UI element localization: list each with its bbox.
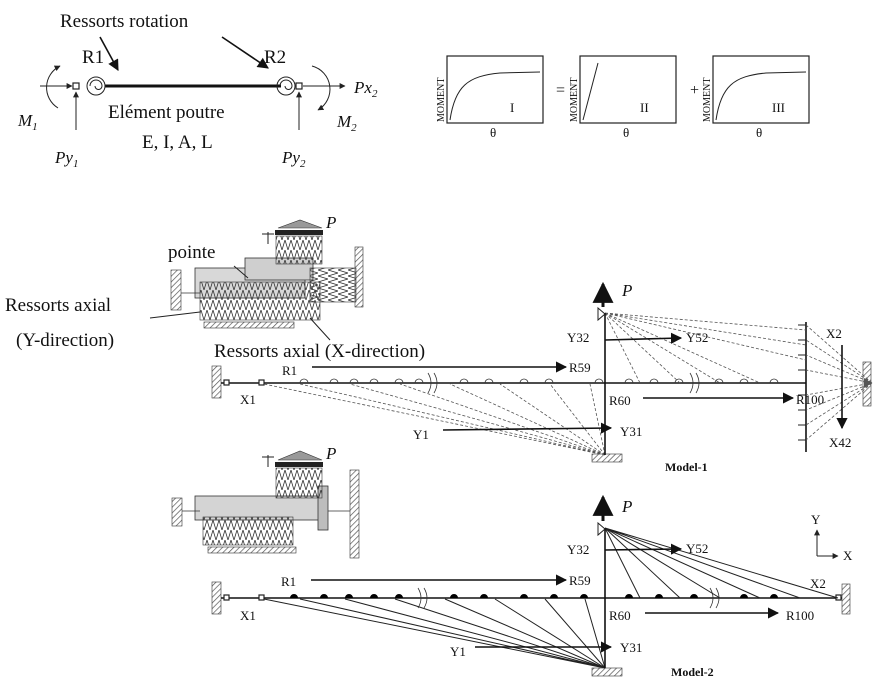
model1-load-label: P: [621, 281, 632, 300]
label-r1: R1: [82, 47, 104, 68]
label-py2: Py2: [281, 148, 306, 170]
label-px2: Px2: [353, 78, 378, 100]
moment-m2-arrow: [311, 65, 331, 111]
model1-lower-springs: [263, 383, 606, 456]
model2-rotational-springs: [290, 587, 778, 609]
model2-bottom-support: [591, 667, 623, 677]
model2-label-r1: R1: [281, 574, 296, 589]
roman-3: III: [772, 100, 785, 115]
detail1-load-label: P: [325, 213, 336, 232]
model1-left-support: [211, 365, 222, 399]
model2-label-r60: R60: [609, 608, 631, 623]
model1-label-y52: Y52: [686, 330, 708, 345]
model1-label-x2: X2: [826, 326, 842, 341]
rot-spring-2-icon: [276, 76, 296, 96]
label-py1: Py1: [54, 148, 78, 170]
pointer-arrow-r2: [221, 36, 269, 69]
roman-1: I: [510, 100, 514, 115]
model-1-diagram: P R1 R59 R60 R100 X1 X2 X42 Y1 Y31 Y32 Y…: [211, 281, 873, 474]
model1-label-y31: Y31: [620, 424, 642, 439]
model1-title: Model-1: [665, 460, 708, 474]
label-pointe: pointe: [168, 242, 216, 263]
model1-label-r60: R60: [609, 393, 631, 408]
curve-1: [449, 71, 541, 121]
curve-box-1: [446, 55, 544, 124]
label-axial-x: Ressorts axial (X-direction): [214, 341, 425, 362]
model2-left-support: [211, 581, 222, 615]
model2-label-r59: R59: [569, 573, 591, 588]
xlabel-3: θ: [756, 125, 762, 140]
node-right: [295, 82, 303, 90]
curve-2: [582, 62, 599, 121]
axes-indicator: Y X: [811, 512, 853, 563]
label-m2: M2: [336, 112, 357, 134]
model2-label-y31: Y31: [620, 640, 642, 655]
axis-label-x: X: [843, 548, 853, 563]
label-props: E, I, A, L: [142, 132, 213, 153]
plus-sign: +: [690, 82, 699, 99]
model2-label-x1: X1: [240, 608, 256, 623]
model1-label-x42: X42: [829, 435, 851, 450]
model2-load-label: P: [621, 497, 632, 516]
model2-arrow-y32-y52: [604, 543, 683, 555]
model1-label-r100: R100: [796, 392, 824, 407]
model-2-diagram: P R1 R59 R60 R100 X1 X2 Y1 Y31 Y32 Y52 M…: [211, 494, 851, 679]
axis-label-y: Y: [811, 512, 821, 527]
rot-spring-1-icon: [86, 76, 106, 96]
model2-right-support: [841, 583, 851, 615]
model1-label-y32: Y32: [567, 330, 589, 345]
model1-arrow-y32-y52: [604, 332, 683, 344]
model2-upper-springs: [604, 527, 839, 599]
ylabel-3: MOMENT: [702, 78, 713, 122]
label-axial-y-line1: Ressorts axial: [5, 295, 111, 316]
label-element: Elément poutre: [108, 102, 225, 123]
equals-sign: =: [556, 82, 565, 99]
model2-label-y52: Y52: [686, 541, 708, 556]
model1-label-r59: R59: [569, 360, 591, 375]
model2-label-y1: Y1: [450, 644, 466, 659]
xlabel-2: θ: [623, 125, 629, 140]
curve-box-2: [579, 55, 677, 124]
connection-detail-2: P: [171, 444, 360, 559]
moment-m1-arrow: [46, 65, 61, 109]
moment-rotation-curves: MOMENT θ I = MOMENT θ II + MOMENT θ III: [436, 55, 810, 140]
curve-3: [715, 71, 807, 121]
model1-label-r1: R1: [282, 363, 297, 378]
model1-label-y1: Y1: [413, 427, 429, 442]
label-m1: M1: [17, 111, 38, 133]
label-r2: R2: [264, 47, 286, 68]
model1-upper-springs: [604, 312, 807, 384]
model2-lower-springs: [263, 598, 606, 669]
model2-label-r100: R100: [786, 608, 814, 623]
detail2-load-label: P: [325, 444, 336, 463]
ylabel-2: MOMENT: [569, 78, 580, 122]
beam-element-diagram: Ressorts rotation R1 R2 M1 M2 Px2 Py1 Py…: [17, 11, 378, 170]
pointer-arrow-r1: [99, 36, 119, 71]
node-left: [72, 82, 80, 90]
label-axial-y-line2: (Y-direction): [16, 330, 114, 351]
model1-bottom-support: [591, 453, 623, 463]
curve-box-3: [712, 55, 810, 124]
springs-title: Ressorts rotation: [60, 11, 189, 32]
model2-label-y32: Y32: [567, 542, 589, 557]
model1-arrow-y1-y31: [442, 422, 613, 434]
ylabel-1: MOMENT: [436, 78, 447, 122]
xlabel-1: θ: [490, 125, 496, 140]
model1-rotational-springs: [299, 372, 779, 394]
model1-horizontal-springs: [798, 324, 873, 441]
model1-label-x1: X1: [240, 392, 256, 407]
connection-detail-1: P: [149, 213, 364, 341]
model2-label-x2: X2: [810, 576, 826, 591]
roman-2: II: [640, 100, 649, 115]
model2-title: Model-2: [671, 665, 714, 679]
